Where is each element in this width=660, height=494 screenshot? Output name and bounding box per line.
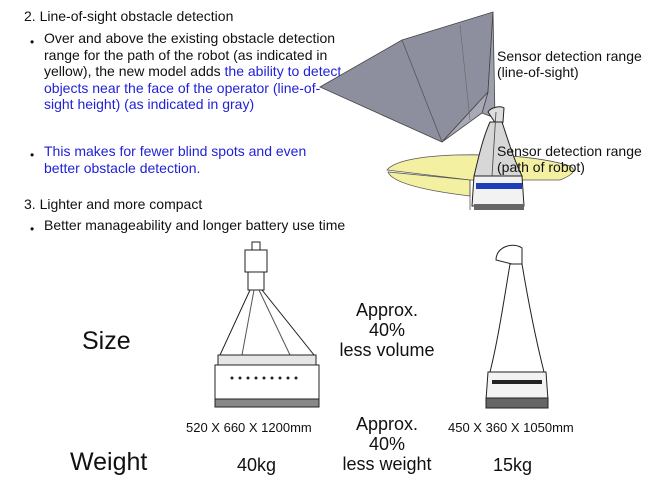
volume-reduction-line3: less volume [339, 340, 435, 360]
bullet-marker: • [30, 148, 35, 162]
new-robot-drawing [485, 244, 549, 409]
section-heading-line-of-sight: 2. Line-of-sight obstacle detection [24, 8, 234, 24]
weight-reduction-line1: Approx. [355, 414, 419, 434]
label-path-range-line2: (path of robot) [497, 159, 585, 175]
new-robot-dimensions: 450 X 360 X 1050mm [448, 420, 574, 435]
label-los-range-line2: (line-of-sight) [497, 64, 579, 80]
bullet-marker: • [30, 222, 35, 236]
bullet-paragraph-existing-range: Over and above the existing obstacle det… [44, 30, 349, 113]
yellow-detection-range-lower [387, 171, 471, 197]
label-path-range-line1: Sensor detection range [497, 143, 642, 159]
label-los-range-line1: Sensor detection range [497, 48, 642, 64]
bullet-paragraph-fewer-blind-spots: This makes for fewer blind spots and eve… [44, 143, 307, 176]
volume-reduction-line1: Approx. [355, 300, 419, 320]
size-label: Size [82, 327, 131, 355]
weight-reduction: Approx. 40% less weight [322, 414, 452, 474]
bullet-text-new-capability: the ability to detect objects near the f… [44, 63, 342, 112]
weight-reduction-line2: 40% [368, 434, 406, 454]
old-robot-dimensions: 520 X 660 X 1200mm [186, 420, 312, 435]
bullet-manageability: Better manageability and longer battery … [44, 217, 346, 233]
weight-label: Weight [70, 448, 148, 476]
gray-cone-side [441, 91, 489, 143]
robot-illustration [471, 106, 525, 210]
old-robot-drawing [214, 241, 320, 408]
volume-reduction: Approx. 40% less volume [322, 300, 452, 360]
section-heading-lighter: 3. Lighter and more compact [24, 196, 203, 212]
volume-reduction-line2: 40% [368, 320, 406, 340]
new-robot-weight: 15kg [493, 455, 533, 475]
bullet-marker: • [30, 35, 35, 49]
bullet-text-existing: Over and above the existing obstacle det… [44, 30, 336, 79]
old-robot-weight: 40kg [237, 455, 277, 475]
weight-reduction-line3: less weight [342, 454, 432, 474]
